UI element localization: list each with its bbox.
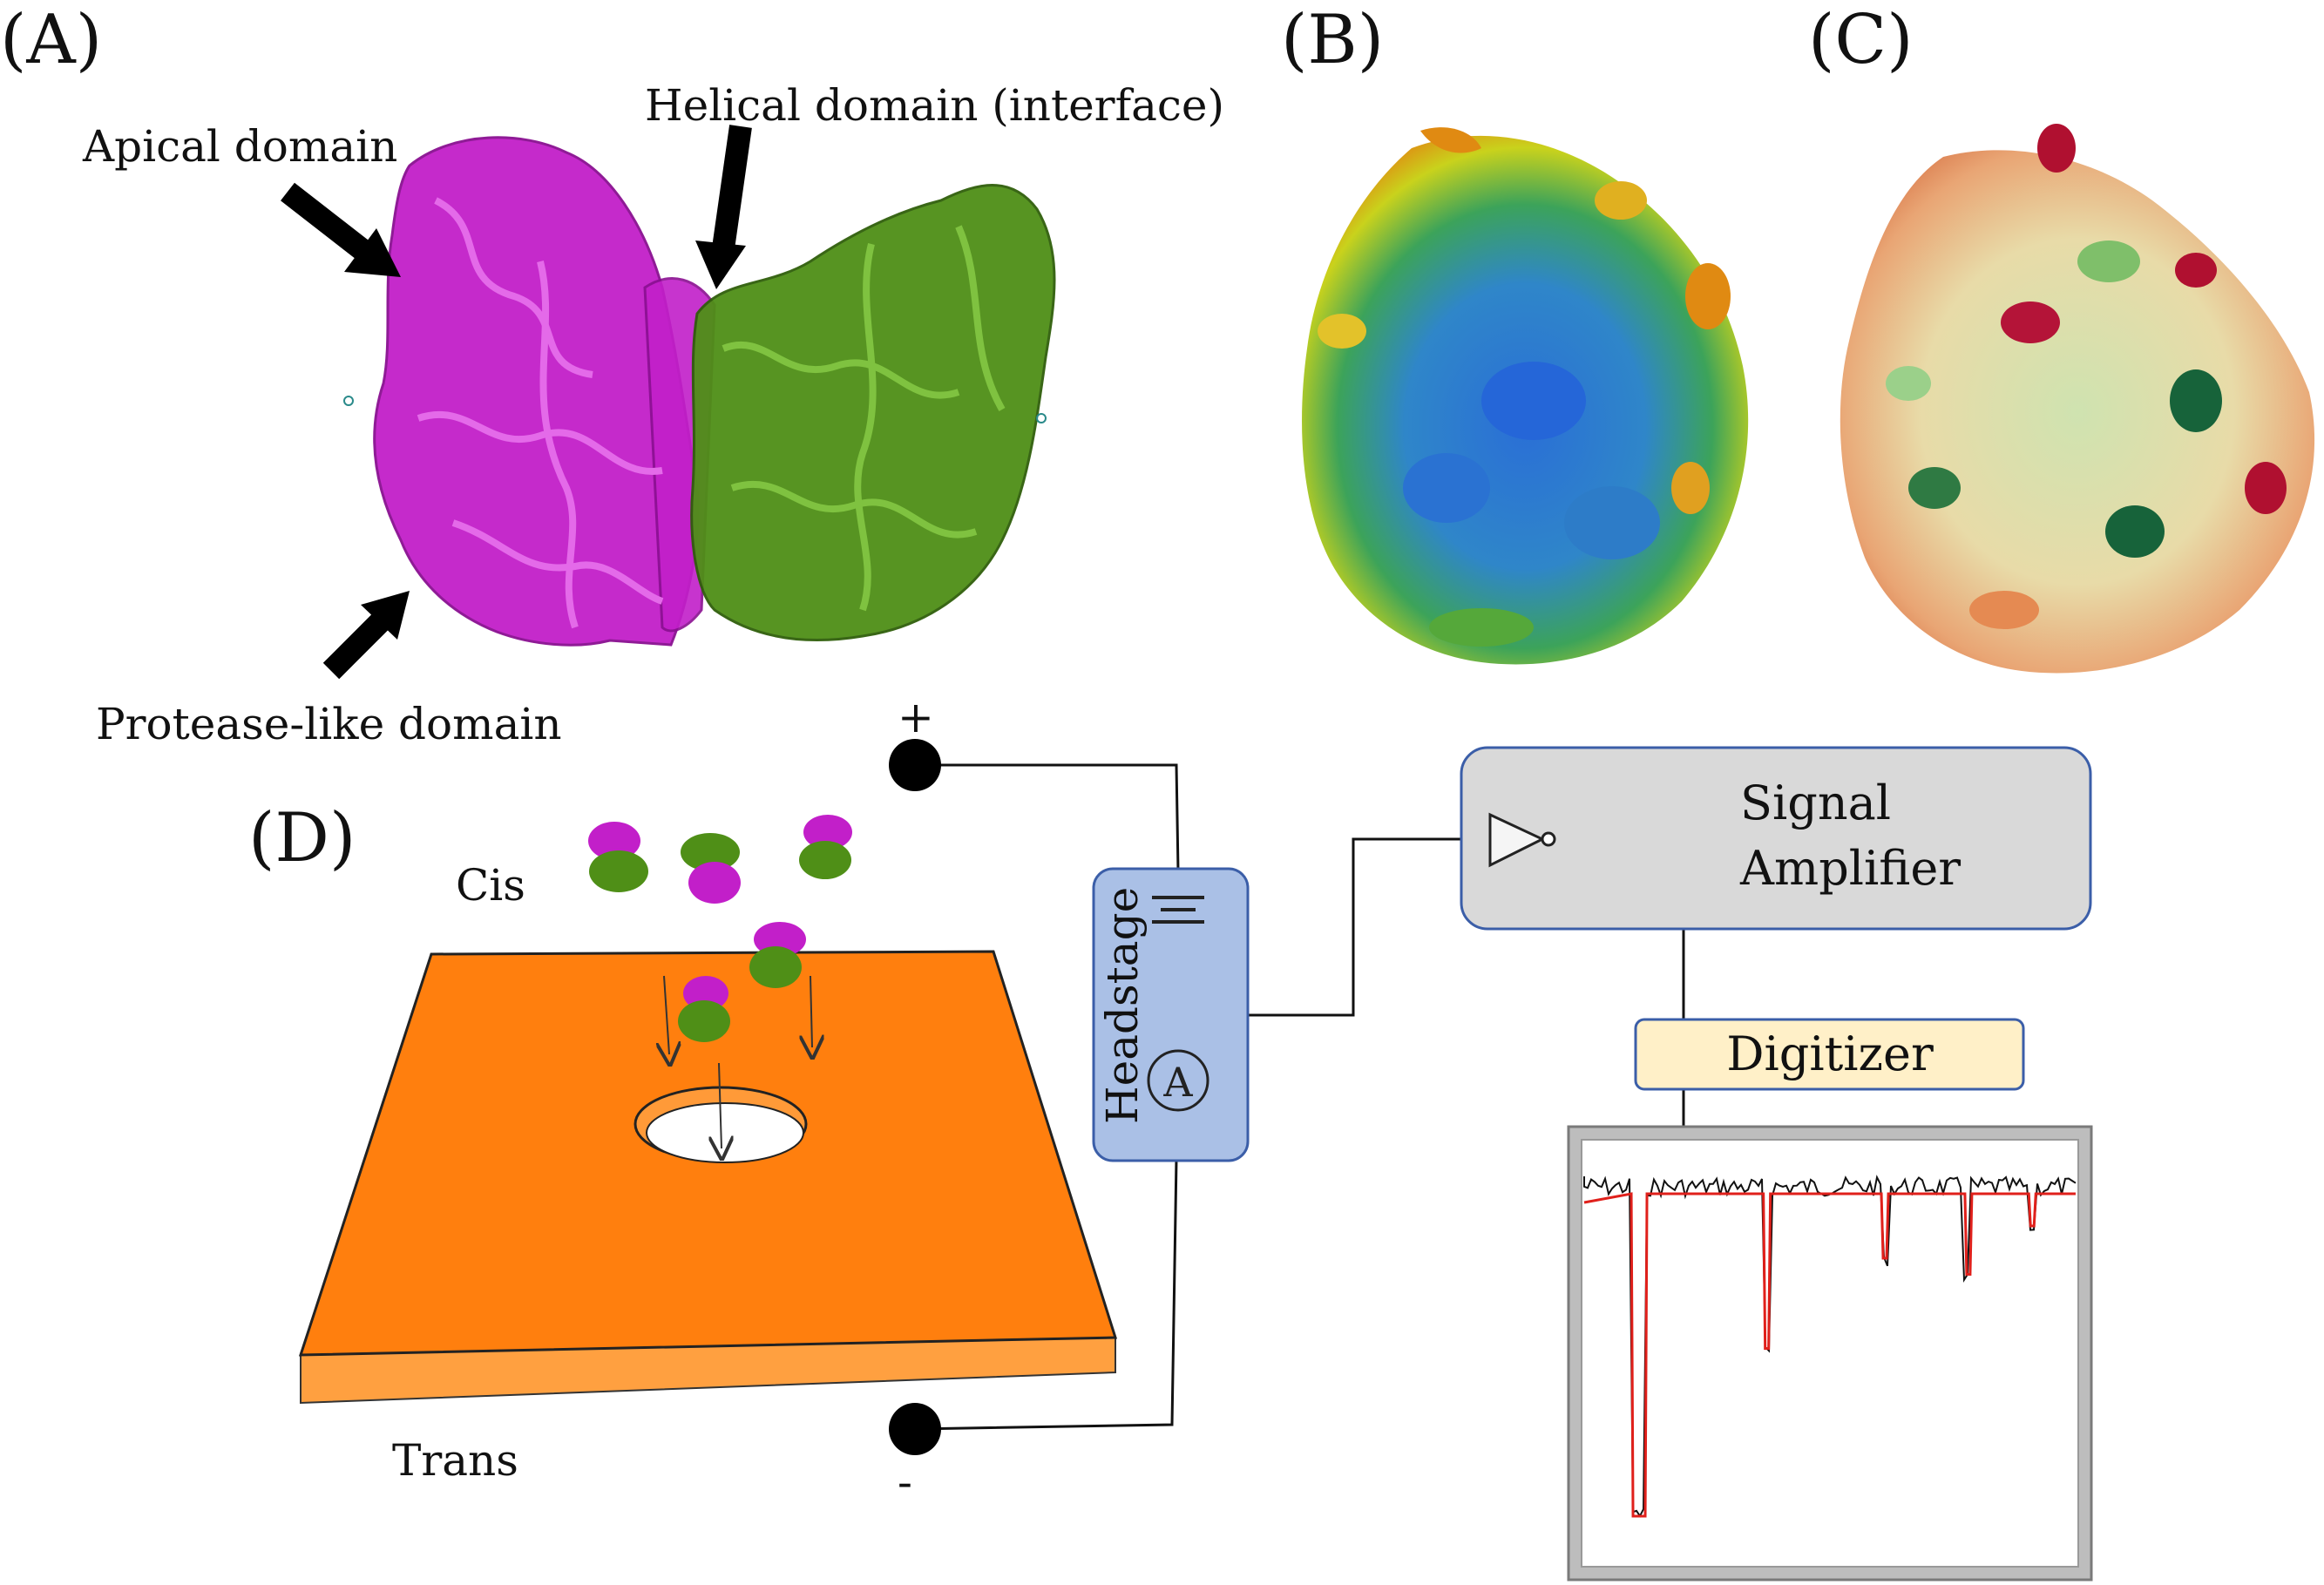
particle (678, 976, 730, 1042)
signal-amplifier-box: Signal Amplifier (1460, 746, 2092, 931)
panel-letter-b: (B) (1281, 1, 1384, 79)
negative-sign: - (898, 1457, 912, 1507)
protein-ribbon-structure (343, 136, 1056, 647)
panel-letter-d: (D) (248, 799, 356, 877)
ammeter-symbol: A (1162, 1059, 1193, 1106)
battery-icon (1152, 896, 1204, 924)
digitizer-label: Digitizer (1726, 1026, 1934, 1081)
panel-letter-c: (C) (1808, 1, 1914, 79)
positive-sign: + (898, 692, 934, 742)
ribbon-detail-green (722, 225, 1006, 612)
headstage-box: A Headstage (1092, 867, 1250, 1162)
amplifier-label-line2: Amplifier (1739, 841, 1961, 896)
negative-electrode (889, 1403, 941, 1455)
ammeter-icon (1147, 1049, 1209, 1112)
surface-model-c (1840, 124, 2315, 674)
ribbon-detail-magenta (417, 197, 664, 629)
fitted-current-trace (1583, 1192, 2076, 1518)
particle-flow-arrows (664, 975, 812, 1148)
helical-domain-label: Helical domain (interface) (645, 80, 1224, 131)
membrane (298, 950, 1118, 1405)
panel-letter-a: (A) (0, 1, 102, 79)
amplifier-symbol-icon (1488, 812, 1556, 868)
positive-electrode (889, 739, 941, 791)
current-trace (1583, 1175, 2077, 1518)
headstage-label: Headstage (1097, 887, 1148, 1124)
helical-domain-arrow (695, 125, 752, 289)
apical-domain-label: Apical domain (82, 121, 397, 172)
protease-domain-arrow (322, 591, 410, 680)
particle (799, 815, 852, 879)
surface-model-b (1302, 127, 1749, 665)
cis-label: Cis (456, 860, 525, 911)
protein-particles (588, 815, 852, 1042)
particle (681, 833, 741, 904)
digitizer-box: Digitizer (1634, 1018, 2025, 1091)
amplifier-label-line1: Signal (1740, 776, 1891, 830)
current-trace-monitor (1567, 1125, 2093, 1582)
particle (749, 922, 806, 988)
apical-domain-arrow (281, 182, 401, 277)
protease-domain-label: Protease-like domain (96, 699, 562, 749)
particle (588, 822, 648, 892)
trans-label: Trans (392, 1435, 518, 1486)
